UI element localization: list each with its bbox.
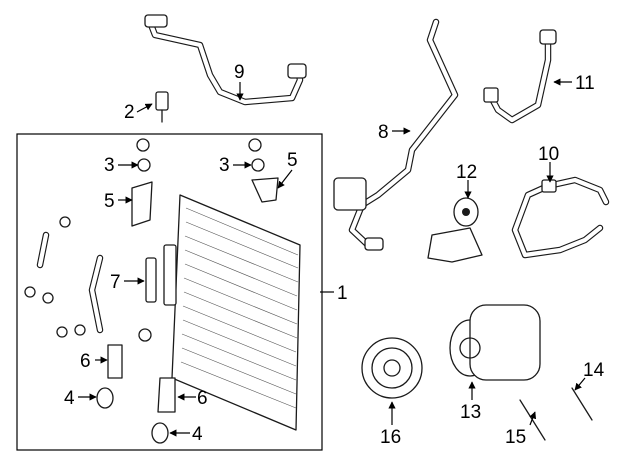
- part-4-mount-right[interactable]: [151, 422, 169, 444]
- callout-7: 7: [110, 272, 121, 293]
- callout-6-left: 6: [80, 351, 91, 372]
- part-7-receiver[interactable]: [145, 257, 157, 303]
- callout-9: 9: [234, 62, 245, 83]
- callout-3-right: 3: [219, 155, 230, 176]
- part-10-hose[interactable]: [511, 176, 610, 259]
- callout-12: 12: [456, 162, 477, 183]
- part-5-bracket-right[interactable]: [251, 177, 279, 203]
- part-14-bolt[interactable]: [571, 387, 593, 421]
- part-3-seal-left[interactable]: [136, 138, 151, 172]
- part-6-bracket-right[interactable]: [157, 377, 176, 413]
- hardware-set: [24, 216, 152, 342]
- part-12-bracket[interactable]: [427, 197, 483, 263]
- callout-8: 8: [378, 122, 389, 143]
- part-8-pipe[interactable]: [333, 18, 459, 251]
- callout-14: 14: [583, 360, 605, 381]
- part-3-seal-right[interactable]: [248, 138, 265, 172]
- callout-5-left: 5: [104, 191, 115, 212]
- part-16-clutch[interactable]: [361, 337, 423, 399]
- callout-13: 13: [460, 402, 481, 423]
- callout-16: 16: [380, 427, 401, 448]
- leaders: [78, 78, 586, 437]
- callout-4-right: 4: [192, 424, 203, 445]
- part-11-pipe[interactable]: [483, 29, 557, 124]
- part-6-bracket-left[interactable]: [107, 344, 123, 379]
- callout-4-left: 4: [64, 388, 75, 409]
- callout-3-left: 3: [104, 155, 115, 176]
- callout-10: 10: [538, 144, 559, 165]
- part-1-condenser[interactable]: [163, 194, 301, 431]
- callout-2: 2: [124, 102, 135, 123]
- part-5-bracket-left[interactable]: [131, 181, 153, 227]
- callout-11: 11: [575, 73, 595, 94]
- callout-15: 15: [505, 427, 526, 448]
- callout-5-right: 5: [287, 150, 298, 171]
- callout-6-right: 6: [197, 388, 208, 409]
- callout-1: 1: [337, 283, 348, 304]
- part-4-mount-left[interactable]: [96, 387, 114, 409]
- part-13-compressor[interactable]: [449, 304, 541, 381]
- part-9-hose[interactable]: [144, 14, 307, 106]
- part-2-valve[interactable]: [155, 91, 169, 123]
